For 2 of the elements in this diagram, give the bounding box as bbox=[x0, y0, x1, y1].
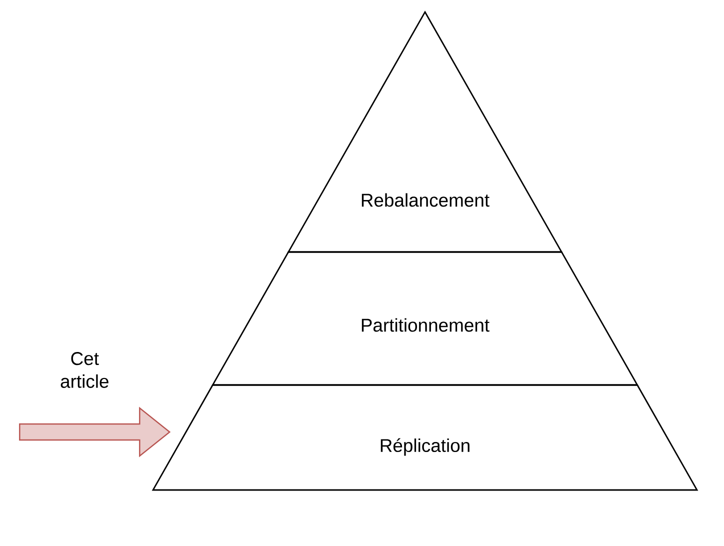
edge-label: Cet article bbox=[60, 352, 108, 388]
block-arrow bbox=[19, 406, 171, 458]
